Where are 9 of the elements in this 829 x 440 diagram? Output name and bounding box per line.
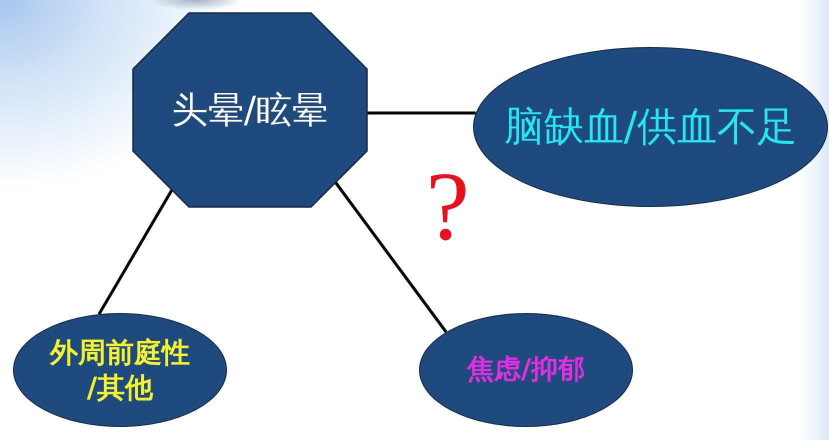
node-label: 焦虑/抑郁: [467, 353, 585, 387]
node-label: 外周前庭性/其他: [48, 335, 191, 405]
connector-line: [334, 182, 448, 333]
node-label: 头晕/眩晕: [172, 88, 328, 132]
connector-line: [367, 112, 476, 114]
question-mark: ?: [426, 158, 470, 256]
node-label: 脑缺血/供血不足: [504, 103, 798, 152]
connector-line: [98, 189, 174, 315]
octagon-node: [133, 13, 367, 207]
